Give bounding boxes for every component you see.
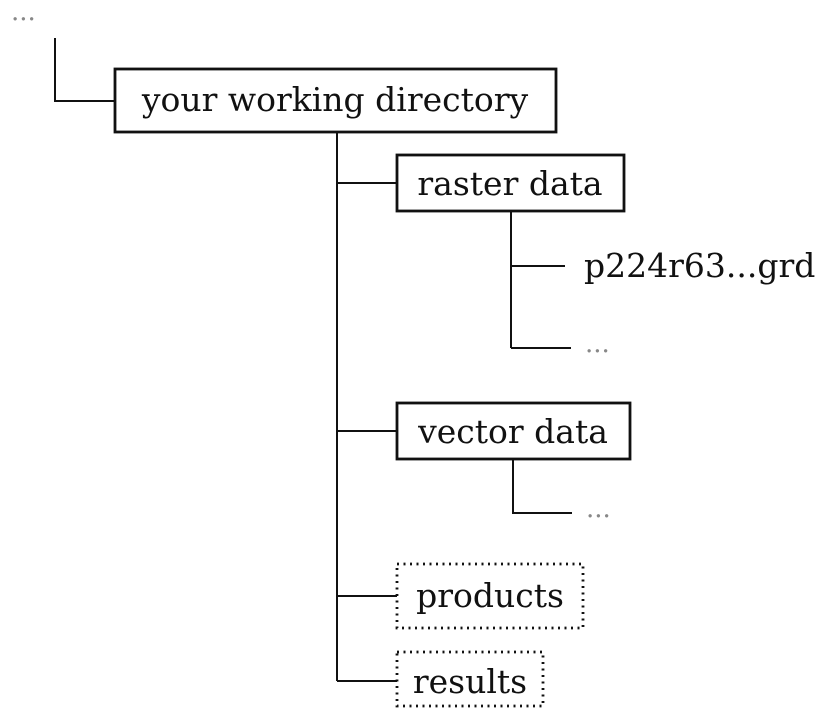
vector-data-label: vector data <box>417 412 608 451</box>
raster-file-label: p224r63...grd <box>584 246 815 285</box>
vector-data-node: vector data <box>395 401 632 461</box>
root-directory-box <box>113 67 558 134</box>
raster-data-node: raster data <box>395 153 626 213</box>
root-directory-label: your working directory <box>141 80 529 119</box>
raster-data-label: raster data <box>417 164 602 203</box>
products-label: products <box>416 576 564 615</box>
root-directory-node: your working directory <box>113 67 558 134</box>
products-box <box>395 562 585 630</box>
raster-files-ellipsis: ... <box>585 329 610 359</box>
parent-directory-ellipsis: ... <box>11 0 36 27</box>
tree-connectors <box>54 38 572 682</box>
products-node: products <box>395 562 585 630</box>
vector-files-ellipsis: ... <box>586 494 611 524</box>
connector-parent-to-root <box>54 38 115 102</box>
results-label: results <box>413 662 527 701</box>
results-node: results <box>395 650 545 708</box>
connector-vector-trunk <box>512 460 572 514</box>
results-box <box>395 650 545 708</box>
raster-data-box <box>395 153 626 213</box>
vector-data-box <box>395 401 632 461</box>
